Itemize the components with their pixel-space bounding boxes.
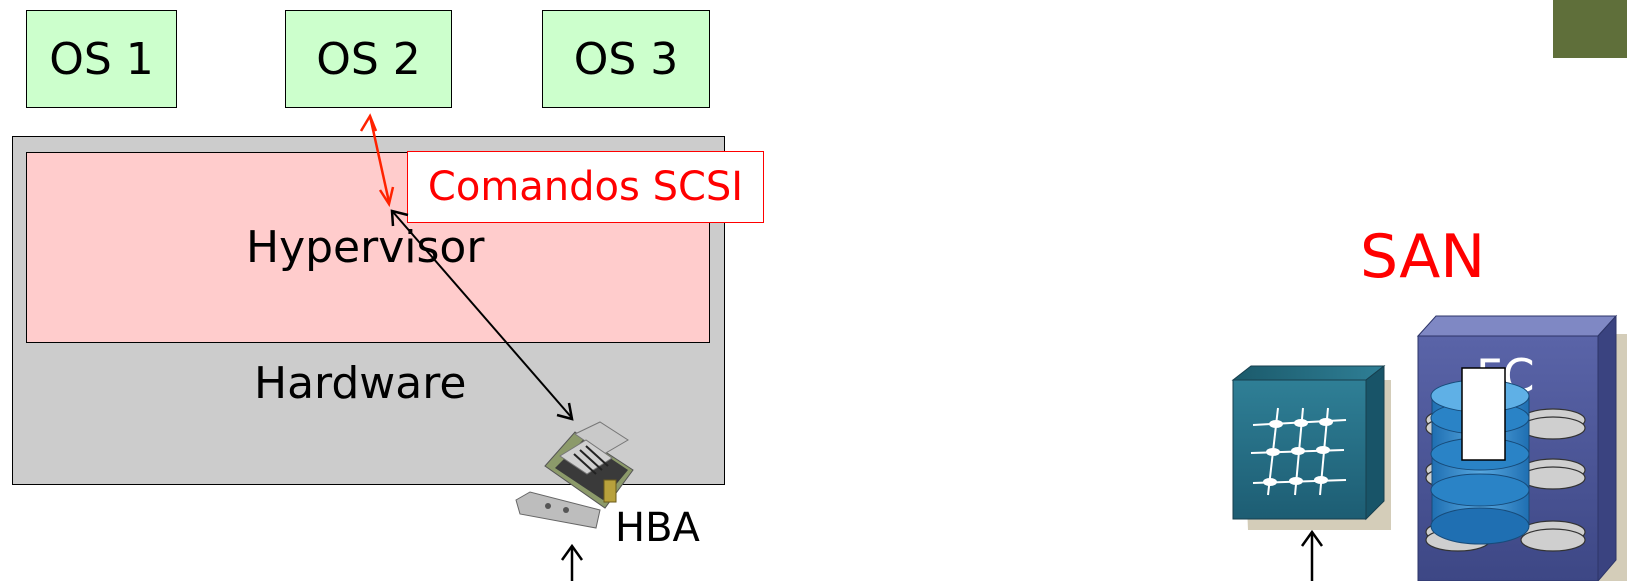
scsi-red-arrow <box>359 113 395 208</box>
scsi-commands-callout: Comandos SCSI <box>407 151 764 223</box>
os-3-label: OS 3 <box>573 33 679 85</box>
hypervisor-label: Hypervisor <box>246 222 485 273</box>
hba-black-arrow <box>390 209 574 421</box>
fc-storage-array-icon: FC <box>1416 314 1627 581</box>
corner-decoration <box>1553 0 1627 58</box>
os-2-label: OS 2 <box>316 33 421 85</box>
hba-uplink-arrow <box>560 543 584 581</box>
fc-switch-icon <box>1231 364 1391 530</box>
os-3-box: OS 3 <box>542 10 710 108</box>
os-1-label: OS 1 <box>49 33 154 85</box>
scsi-commands-label: Comandos SCSI <box>427 164 744 210</box>
switch-uplink-arrow <box>1300 529 1324 581</box>
hardware-label: Hardware <box>254 358 467 409</box>
hba-card-icon <box>515 421 634 529</box>
os-1-box: OS 1 <box>26 10 177 108</box>
hba-label: HBA <box>615 505 700 551</box>
san-label: SAN <box>1360 222 1486 292</box>
os-2-box: OS 2 <box>285 10 452 108</box>
